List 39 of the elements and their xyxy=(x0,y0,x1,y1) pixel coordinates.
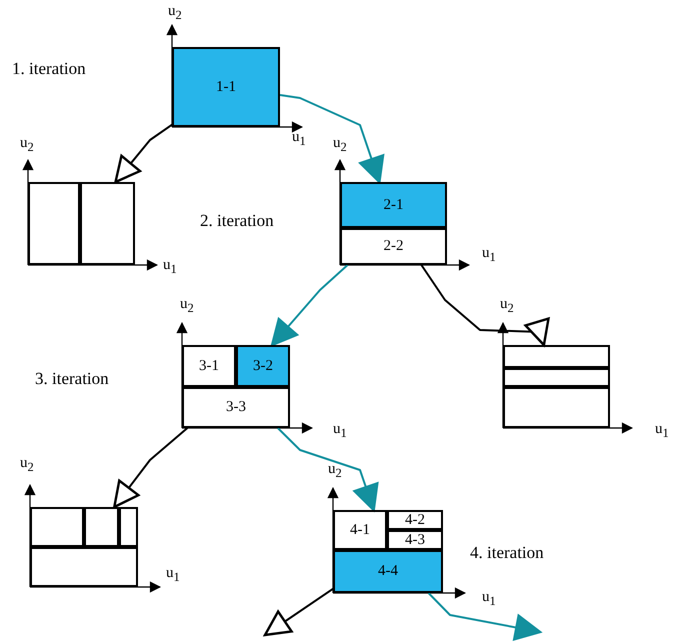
axis-label: u$_{2}$ xyxy=(333,136,347,154)
arrow xyxy=(264,588,334,636)
partition-cell: 1-1 xyxy=(172,47,280,127)
partition-cell: 4-2 xyxy=(387,510,443,530)
axis-label: u$_{1}$ xyxy=(482,590,496,608)
axis-label: u$_{2}$ xyxy=(328,462,342,480)
axis-label: u$_{2}$ xyxy=(180,297,194,314)
axis-label: u$_{1}$ xyxy=(166,566,180,584)
partition-cell: 4-3 xyxy=(387,530,443,550)
partition-cell xyxy=(119,507,138,547)
iteration-label: 1. iteration xyxy=(12,60,86,77)
axis-label: u$_{2}$ xyxy=(500,297,514,314)
axis-label: u$_{1}$ xyxy=(292,130,306,148)
iteration-label: 4. iteration xyxy=(470,544,544,561)
partition-cell: 3-2 xyxy=(236,345,290,387)
partition-box xyxy=(333,510,443,593)
partition-cell xyxy=(503,368,610,387)
arrow xyxy=(113,427,188,508)
axis-label: u$_{1}$ xyxy=(333,422,347,440)
partition-cell: 4-4 xyxy=(333,550,443,593)
axis-label: u$_{2}$ xyxy=(168,4,182,22)
arrow xyxy=(280,94,384,184)
iteration-label: 2. iteration xyxy=(200,212,274,229)
partition-cell: 4-1 xyxy=(333,510,387,550)
axis-label: u$_{2}$ xyxy=(20,456,34,474)
arrow xyxy=(428,592,542,641)
partition-cell xyxy=(84,507,119,547)
axis-label: u$_{1}$ xyxy=(163,258,177,276)
partition-cell: 2-1 xyxy=(340,182,447,228)
partition-cell: 3-1 xyxy=(182,345,236,387)
partition-cell xyxy=(30,507,84,547)
arrow xyxy=(277,427,378,512)
iteration-label: 3. iteration xyxy=(35,370,109,387)
arrow xyxy=(270,264,348,346)
arrow xyxy=(114,124,173,184)
axis-label: u$_{1}$ xyxy=(482,246,496,264)
arrow xyxy=(420,264,550,346)
axis-label: u$_{2}$ xyxy=(20,136,34,154)
axis-label: u$_{1}$ xyxy=(655,422,669,440)
